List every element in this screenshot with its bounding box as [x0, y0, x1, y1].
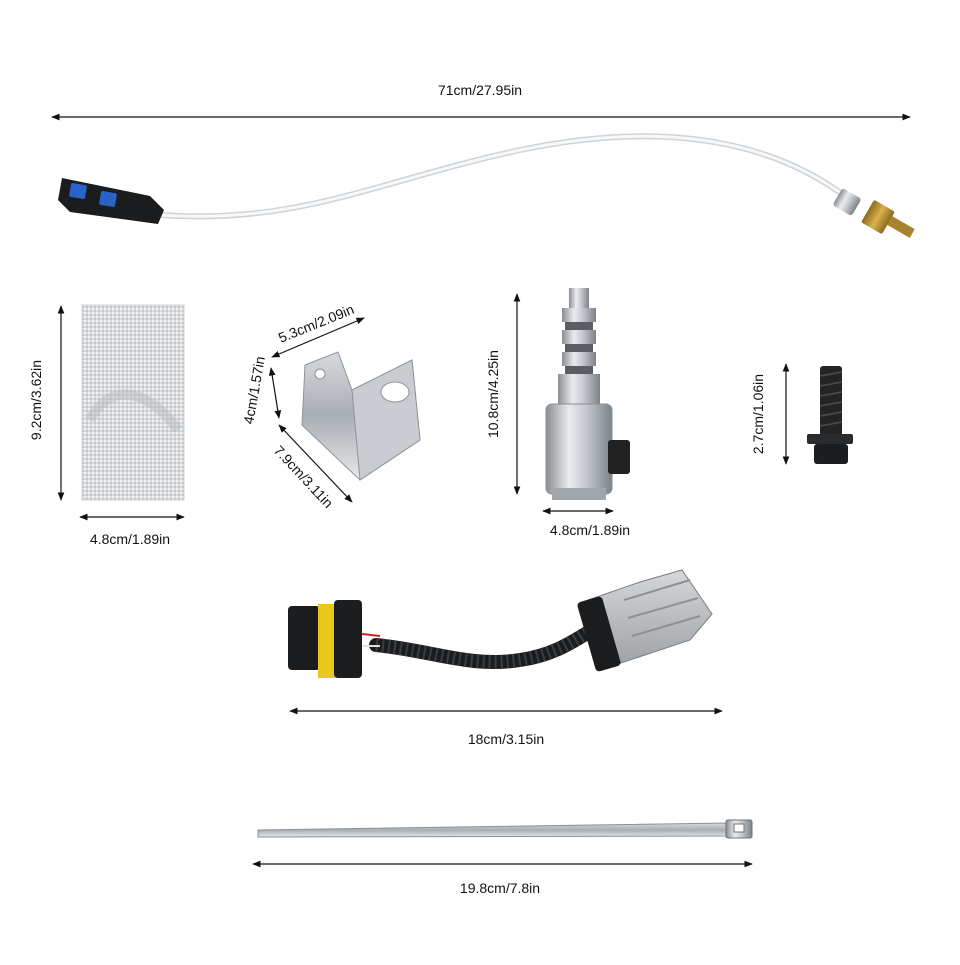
dimension-label: 4cm/1.57in [240, 355, 268, 425]
connector-plug [58, 178, 164, 224]
temperature-sensor-harness [51, 113, 915, 238]
dimension-label: 71cm/27.95in [437, 82, 523, 98]
mounting-bracket [268, 317, 421, 503]
solenoid-valve [513, 288, 630, 515]
left-connector [288, 600, 381, 678]
dimension-label: 9.2cm/3.62in [28, 360, 44, 440]
dimension-label: 4.8cm/1.89in [549, 522, 631, 538]
stainless-cable-tie [252, 819, 753, 868]
heat-shield-wrap [57, 304, 185, 521]
adapter-harness [288, 569, 723, 715]
dimension-label: 7.9cm/3.11in [271, 442, 337, 511]
sensor-probe [833, 188, 915, 238]
dimension-label: 10.8cm/4.25in [485, 350, 501, 438]
dimension-arrow [278, 424, 353, 503]
dimension-label: 4.8cm/1.89in [89, 531, 171, 547]
dimension-arrow [268, 367, 282, 419]
dimension-label: 18cm/3.15in [467, 731, 545, 747]
bolt [782, 363, 853, 465]
dimension-label: 2.7cm/1.06in [750, 374, 766, 454]
dimension-arrow [271, 317, 365, 358]
dimension-label: 5.3cm/2.09in [276, 301, 356, 346]
dimension-label: 19.8cm/7.8in [459, 880, 541, 896]
right-connector [577, 569, 713, 672]
